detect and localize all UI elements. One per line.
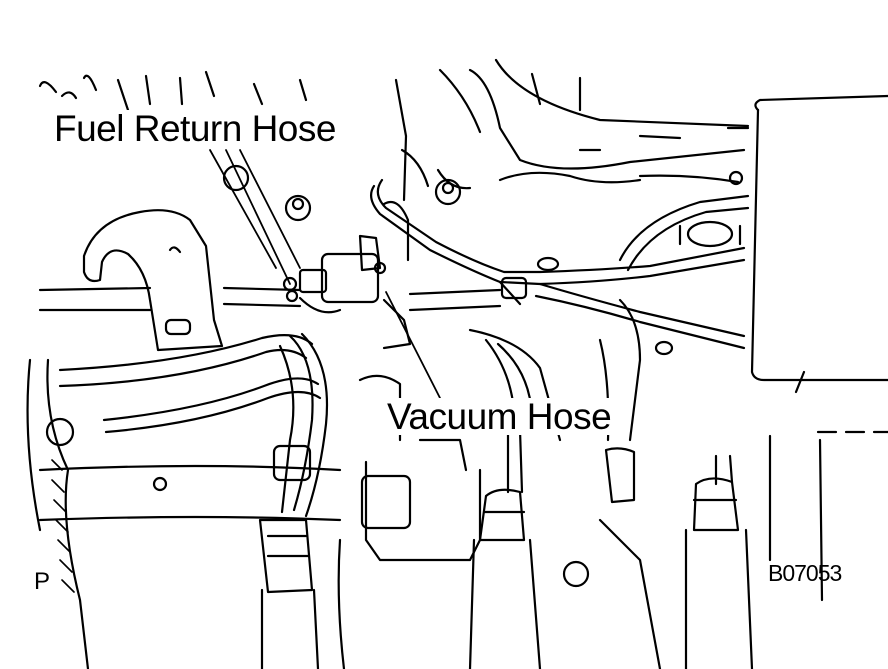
view-marker: P <box>34 568 50 595</box>
fuel-return-leader-2 <box>225 149 291 285</box>
fuel-return-leader-3 <box>239 149 301 269</box>
figure-code: B07053 <box>768 560 842 586</box>
right-cover-panel <box>726 94 888 602</box>
bolts <box>45 164 590 588</box>
vacuum-hose-label: Vacuum Hose <box>385 396 614 437</box>
fuel-return-leader-1 <box>209 149 277 269</box>
lifting-bracket <box>38 209 224 352</box>
left-hatch <box>51 459 75 593</box>
vacuum-hose <box>369 178 746 350</box>
injectors <box>258 428 754 669</box>
fuel-return-hose-label: Fuel Return Hose <box>52 108 338 149</box>
fuel-return-hose <box>222 286 502 314</box>
lower-engine-block <box>26 298 642 669</box>
vacuum-leader <box>385 291 441 399</box>
fuel-rail-right <box>536 170 750 356</box>
vsv-valve-assembly <box>282 200 412 350</box>
upper-engine-block <box>38 58 750 202</box>
leader-lines <box>209 149 441 399</box>
wire-harness <box>38 332 342 522</box>
